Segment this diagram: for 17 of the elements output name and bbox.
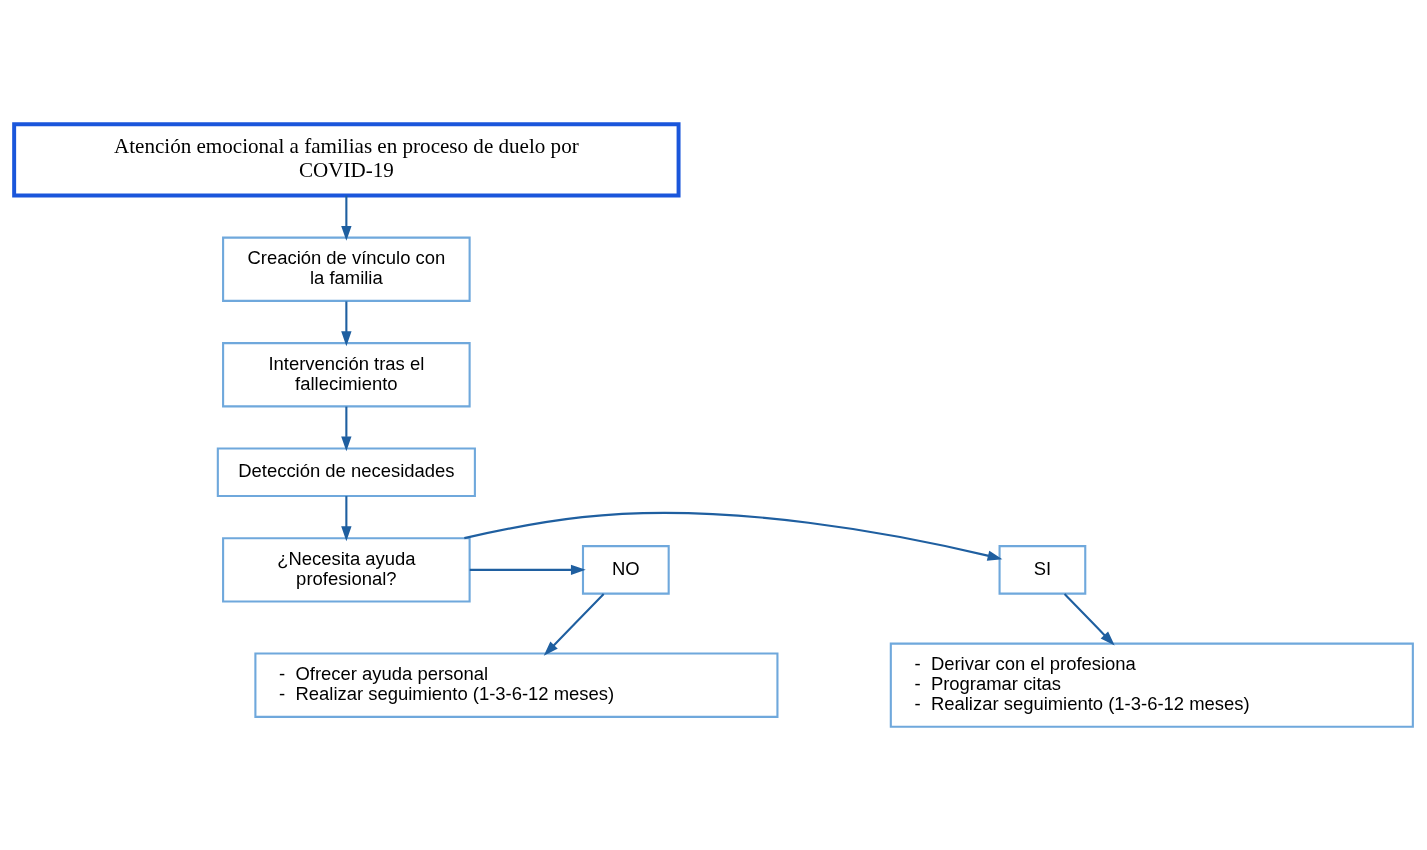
arrow [469, 564, 586, 575]
arrow [543, 592, 605, 656]
arrow [464, 511, 1003, 561]
node-box: ¿Necesita ayuda profesional? [222, 536, 471, 603]
node-box: Intervención tras el fallecimiento [222, 341, 471, 407]
node-box: - Ofrecer ayuda personal - Realizar seguimiento (1-3-6-12 meses) [254, 652, 779, 718]
arrow [341, 195, 352, 241]
arrow [341, 495, 352, 541]
arrow [341, 300, 352, 346]
node-box: NO [581, 544, 670, 595]
arrow [1063, 592, 1115, 646]
node-box: - Derivar con el profesiona - Programar citas - Realizar seguimiento (1-3-6-12 meses) [889, 642, 1414, 728]
node-box: Atención emocional a familias en proceso de duelo por COVID-19 [12, 121, 681, 197]
arrow [341, 406, 352, 451]
node-box: Detección de necesidades [216, 447, 476, 497]
node-box: Creación de vínculo con la familia [222, 236, 471, 302]
node-box: SI [998, 544, 1087, 595]
